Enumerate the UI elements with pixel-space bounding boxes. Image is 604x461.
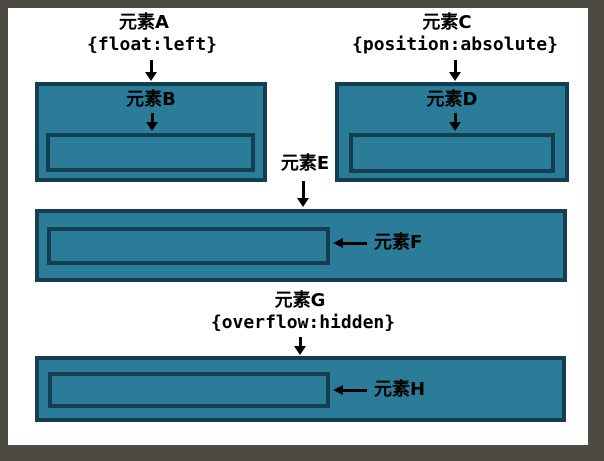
box-b-inner — [46, 133, 255, 172]
element-g-label: 元素G — [274, 290, 326, 311]
element-c-css-label: {position:absolute} — [352, 34, 558, 55]
arrow-left-f-shaft — [343, 241, 367, 245]
arrow-down-e-head — [297, 198, 309, 207]
box-h-inner — [48, 372, 330, 408]
arrow-down-a-head — [145, 72, 157, 81]
element-e-label: 元素E — [280, 153, 330, 174]
element-c-label: 元素C — [422, 12, 472, 33]
arrow-left-f-head — [333, 238, 343, 248]
box-b — [35, 82, 267, 182]
arrow-down-c — [449, 60, 461, 81]
arrow-left-f — [333, 238, 367, 248]
element-h-label: 元素H — [374, 379, 426, 400]
arrow-down-g-head — [294, 346, 306, 355]
element-f-label: 元素F — [374, 232, 423, 253]
box-d — [335, 82, 569, 182]
arrow-down-a-shaft — [149, 60, 153, 72]
diagram-canvas: 元素A {float:left} 元素B 元素C {position:absol… — [8, 8, 588, 445]
element-a-css-label: {float:left} — [86, 34, 218, 55]
arrow-down-c-head — [449, 72, 461, 81]
arrow-down-c-shaft — [453, 60, 457, 72]
arrow-left-h-shaft — [343, 388, 367, 392]
box-f-inner — [47, 227, 330, 265]
arrow-down-g-shaft — [298, 337, 302, 346]
arrow-down-e — [297, 181, 309, 207]
arrow-down-b — [146, 113, 158, 131]
element-d-label: 元素D — [426, 89, 478, 110]
arrow-down-b-shaft — [150, 113, 154, 122]
arrow-down-g — [294, 337, 306, 355]
box-e — [35, 209, 567, 282]
arrow-down-b-head — [146, 122, 158, 131]
arrow-down-d-head — [449, 122, 461, 131]
element-a-label: 元素A — [119, 12, 169, 33]
element-g-css-label: {overflow:hidden} — [210, 312, 396, 333]
arrow-down-d — [449, 113, 461, 131]
box-g — [35, 356, 566, 422]
arrow-down-d-shaft — [453, 113, 457, 122]
element-b-label: 元素B — [126, 89, 176, 110]
arrow-left-h-head — [333, 385, 343, 395]
arrow-down-e-shaft — [301, 181, 305, 198]
arrow-down-a — [145, 60, 157, 81]
box-d-inner — [349, 133, 555, 173]
arrow-left-h — [333, 385, 367, 395]
